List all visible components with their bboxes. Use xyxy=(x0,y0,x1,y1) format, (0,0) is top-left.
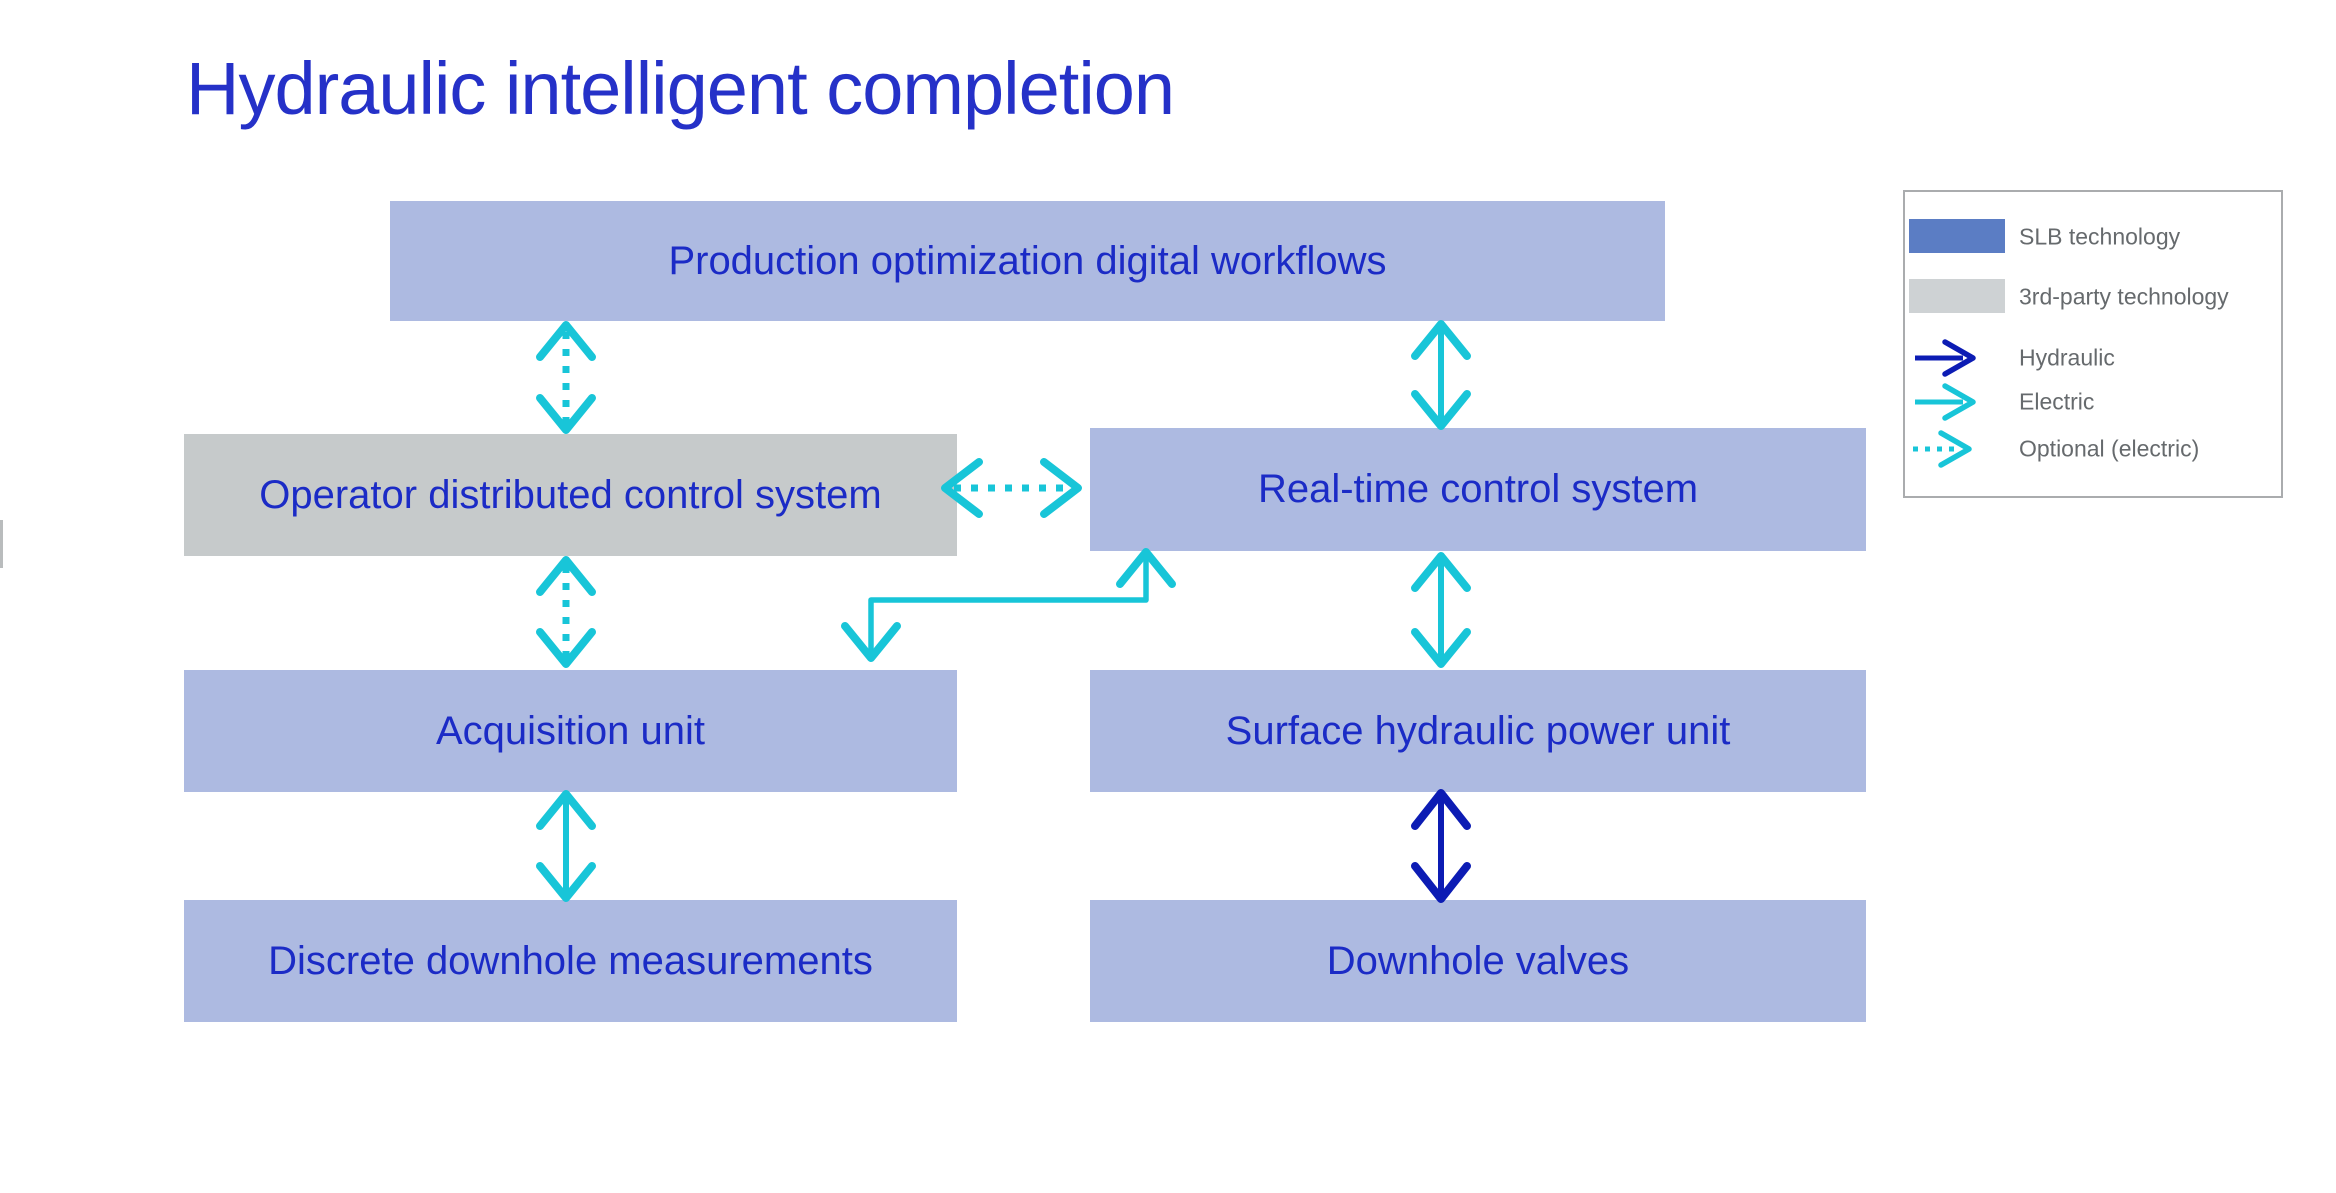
legend-label-electric: Electric xyxy=(2019,388,2095,415)
arrow-electric-realtime-hpu xyxy=(1411,552,1471,668)
page-title: Hydraulic intelligent completion xyxy=(186,47,1175,130)
edge-artifact xyxy=(0,520,3,568)
legend-label-slb-technology: SLB technology xyxy=(2019,223,2181,250)
legend-label-optional-electric: Optional (electric) xyxy=(2019,435,2200,462)
box-discrete-measurements: Discrete downhole measurements xyxy=(184,900,957,1022)
box-production-optimization-label: Production optimization digital workflow… xyxy=(668,238,1387,283)
arrow-optional-operator-acquisition xyxy=(536,556,596,668)
box-production-optimization: Production optimization digital workflow… xyxy=(390,201,1665,321)
electric-arrow-icon xyxy=(1915,383,1976,421)
legend-swatch-slb-technology xyxy=(1909,219,2005,253)
legend-label-3rd-party-technology: 3rd-party technology xyxy=(2019,283,2229,310)
legend-panel: SLB technology 3rd-party technology Hydr… xyxy=(1903,190,2283,498)
arrow-electric-realtime-acquisition xyxy=(841,548,1176,662)
arrow-optional-operator-realtime xyxy=(941,458,1082,518)
box-acquisition-unit: Acquisition unit xyxy=(184,670,957,792)
box-surface-hpu: Surface hydraulic power unit xyxy=(1090,670,1866,792)
box-discrete-measurements-label: Discrete downhole measurements xyxy=(268,938,873,983)
box-realtime-control-label: Real-time control system xyxy=(1257,467,1699,511)
arrow-optional-production-operator xyxy=(536,321,596,434)
box-operator-dcs-label: Operator distributed control system xyxy=(259,472,882,517)
legend-label-hydraulic: Hydraulic xyxy=(2019,344,2115,371)
arrow-hydraulic-hpu-valves xyxy=(1411,789,1471,903)
box-downhole-valves: Downhole valves xyxy=(1090,900,1866,1022)
legend-swatch-3rd-party-technology xyxy=(1909,279,2005,313)
box-surface-hpu-label: Surface hydraulic power unit xyxy=(1225,708,1731,753)
box-downhole-valves-label: Downhole valves xyxy=(1326,938,1630,983)
hydraulic-arrow-icon xyxy=(1915,339,1976,377)
arrow-electric-production-realtime xyxy=(1411,320,1471,430)
arrow-electric-acquisition-measurements xyxy=(536,790,596,902)
box-acquisition-unit-label: Acquisition unit xyxy=(435,708,706,753)
box-operator-dcs: Operator distributed control system xyxy=(184,434,957,556)
box-realtime-control: Real-time control system xyxy=(1090,428,1866,551)
optional-electric-arrow-icon xyxy=(1913,430,1972,468)
